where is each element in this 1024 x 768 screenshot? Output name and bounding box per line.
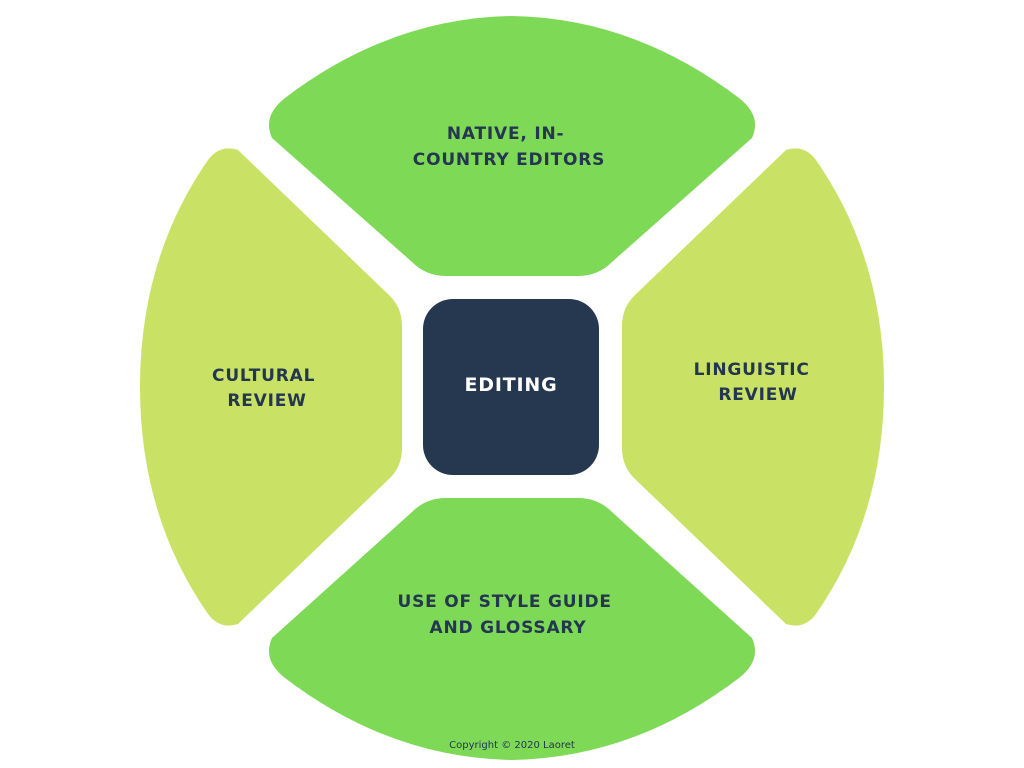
segment-bottom-line-2: AND GLOSSARY — [430, 618, 587, 638]
segment-top-line-2: COUNTRY EDITORS — [413, 150, 605, 170]
center-label: EDITING — [465, 374, 558, 396]
segment-left-line-2: REVIEW — [227, 391, 306, 411]
segment-top — [268, 16, 756, 276]
segment-left-label: CULTURAL REVIEW — [212, 366, 322, 411]
segment-left-line-1: CULTURAL — [212, 366, 315, 386]
segment-right-line-1: LINGUISTIC — [694, 360, 810, 380]
segment-right-line-2: REVIEW — [718, 385, 797, 405]
segment-top-label: NATIVE, IN- COUNTRY EDITORS — [413, 124, 605, 170]
copyright-text: Copyright © 2020 Laoret — [449, 740, 575, 751]
segment-bottom — [268, 498, 756, 760]
segment-right — [622, 148, 884, 626]
center-box — [423, 299, 599, 475]
segment-right-label: LINGUISTIC REVIEW — [694, 360, 817, 405]
segment-bottom-label: USE OF STYLE GUIDE AND GLOSSARY — [397, 592, 618, 638]
segment-bottom-line-1: USE OF STYLE GUIDE — [397, 592, 611, 612]
segment-top-line-1: NATIVE, IN- — [447, 124, 565, 144]
segment-left — [140, 148, 402, 626]
